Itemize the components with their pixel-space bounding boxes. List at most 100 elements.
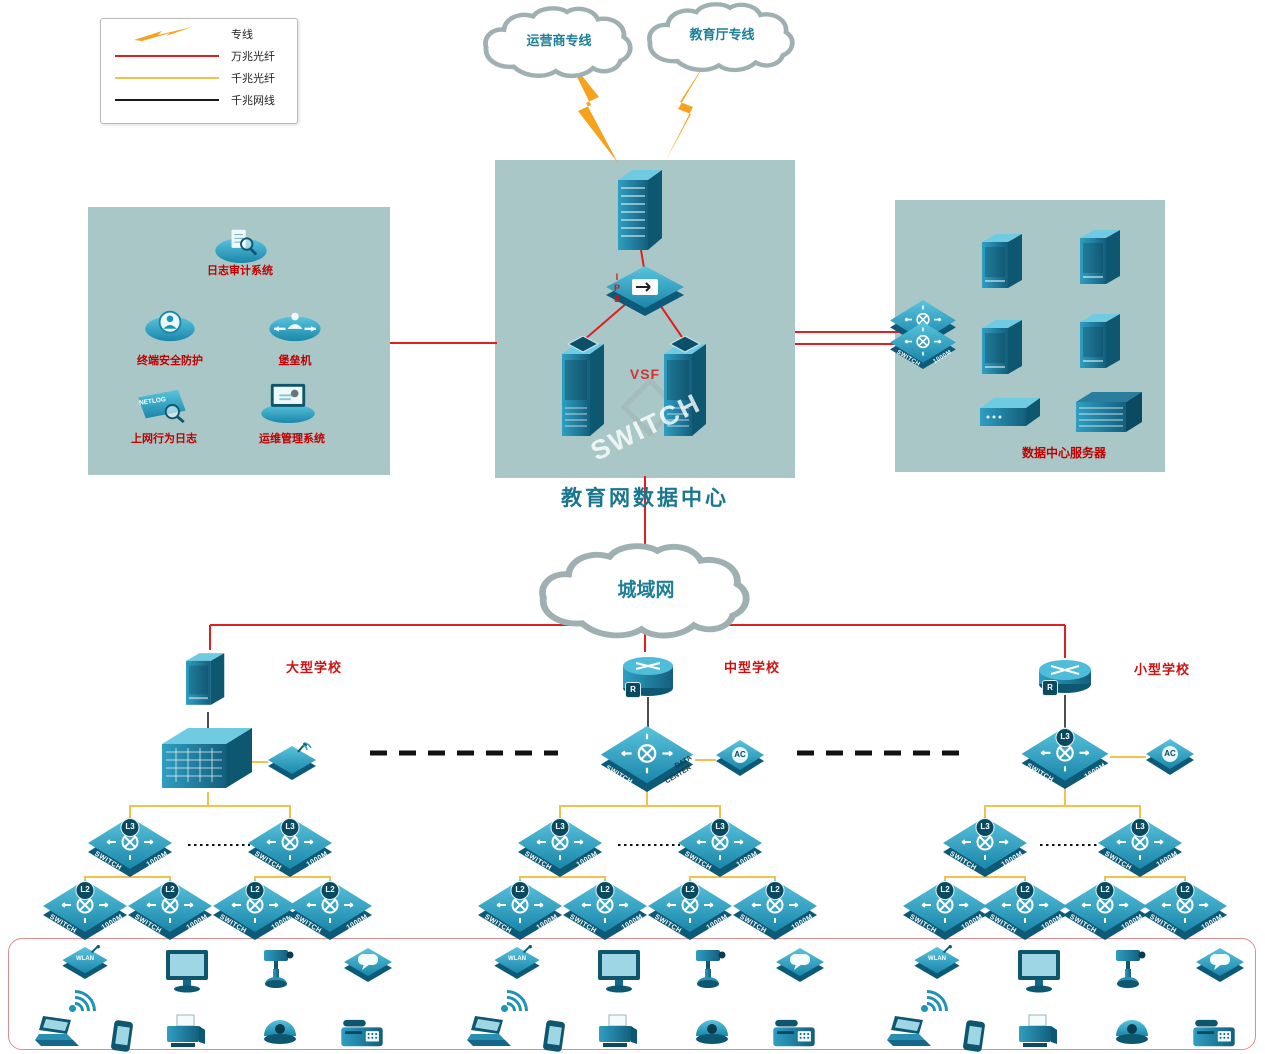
printer-icon[interactable]	[165, 1014, 207, 1050]
legend-line-1g-cable	[111, 99, 223, 101]
dome-camera-icon[interactable]	[261, 1012, 299, 1046]
l3-badge: L3	[1130, 818, 1150, 837]
serverfarm-title: 数据中心服务器	[1021, 446, 1106, 460]
cloud-education-line[interactable]: 教育厅专线	[642, 2, 802, 74]
voip-device-icon[interactable]	[776, 948, 824, 982]
wireless-ap-icon[interactable]: WLAN	[61, 945, 109, 979]
ops-management-label: 运维管理系统	[259, 433, 325, 445]
storage-array[interactable]	[980, 394, 1046, 430]
ip-camera-icon[interactable]	[258, 946, 298, 994]
l2-badge: L2	[75, 881, 95, 900]
legend: 专线 万兆光纤 千兆光纤 千兆网线	[100, 18, 298, 124]
small-school-label: 小型学校	[1134, 662, 1191, 677]
legend-row-1g-cable: 千兆网线	[101, 89, 297, 111]
terminal-security-icon[interactable]	[142, 306, 198, 344]
server-rack[interactable]	[1076, 390, 1146, 434]
wlan-label: WLAN	[928, 956, 946, 962]
log-audit-icon[interactable]	[212, 226, 270, 264]
firewall-device[interactable]	[612, 166, 670, 252]
cloud-man-label: 城域网	[617, 580, 675, 601]
smartphone-icon[interactable]	[110, 1020, 134, 1052]
desktop-icon[interactable]	[597, 949, 643, 993]
core-server-1[interactable]	[558, 336, 614, 440]
legend-row-10g: 万兆光纤	[101, 45, 297, 67]
legend-line-1g-fiber	[111, 77, 223, 79]
dc-server-tower[interactable]	[982, 316, 1028, 378]
dome-camera-icon[interactable]	[693, 1012, 731, 1046]
voip-device-icon[interactable]	[1196, 948, 1244, 982]
voip-device-icon[interactable]	[344, 948, 392, 982]
dome-camera-icon[interactable]	[1113, 1012, 1151, 1046]
ac-controller[interactable]: AC	[1146, 739, 1194, 775]
cloud-man[interactable]: 城域网	[532, 543, 760, 641]
legend-row-1g-fiber: 千兆光纤	[101, 67, 297, 89]
laptop-icon[interactable]	[885, 1016, 933, 1048]
l2-badge: L2	[1095, 881, 1115, 900]
desktop-icon[interactable]	[1017, 949, 1063, 993]
fax-machine-icon[interactable]	[1190, 1018, 1238, 1050]
ac-controller[interactable]: AC	[716, 740, 764, 776]
l2-badge: L2	[510, 881, 530, 900]
fax-machine-icon[interactable]	[770, 1018, 818, 1050]
l3-badge: L3	[1055, 728, 1075, 747]
cloud-education-label: 教育厅专线	[689, 27, 755, 42]
large-school-core-device[interactable]	[162, 722, 254, 792]
ip-camera-icon[interactable]	[690, 946, 730, 994]
l3-badge: L3	[710, 818, 730, 837]
legend-label: 千兆网线	[231, 95, 275, 107]
ops-management-icon[interactable]	[258, 382, 318, 424]
printer-icon[interactable]	[597, 1014, 639, 1050]
bastion-host-icon[interactable]	[266, 308, 324, 344]
laptop-icon[interactable]	[33, 1016, 81, 1048]
l2-badge: L2	[160, 881, 180, 900]
l2-badge: L2	[1015, 881, 1035, 900]
serverfarm-switch-2[interactable]: SWITCH 1000M	[890, 322, 956, 369]
wireless-ap-icon[interactable]: WLAN	[493, 945, 541, 979]
cloud-operator-line[interactable]: 运营商专线	[478, 6, 640, 80]
1g-cable-lines	[207, 695, 1066, 729]
terminal-security-label: 终端安全防护	[137, 355, 203, 367]
netlog-icon[interactable]: NETLOG	[130, 386, 190, 424]
large-school-server[interactable]	[186, 646, 230, 712]
cloud-operator-label: 运营商专线	[526, 33, 592, 48]
medium-school-router[interactable]: R	[620, 650, 676, 698]
smartphone-icon[interactable]	[962, 1020, 986, 1052]
desktop-icon[interactable]	[165, 949, 211, 993]
wireless-ap-device[interactable]	[268, 742, 316, 780]
dc-server-tower[interactable]	[982, 230, 1028, 292]
ips-device[interactable]: IPS	[606, 266, 684, 316]
fax-machine-icon[interactable]	[338, 1018, 386, 1050]
wireless-ap-icon[interactable]: WLAN	[913, 945, 961, 979]
smartphone-icon[interactable]	[542, 1020, 566, 1052]
bastion-host-label: 堡垒机	[278, 355, 312, 367]
ip-camera-icon[interactable]	[1110, 946, 1150, 994]
l2-badge: L2	[680, 881, 700, 900]
medium-school-core-switch[interactable]: SWITCH DATA CENTER	[599, 726, 695, 792]
laptop-icon[interactable]	[465, 1016, 513, 1048]
dc-server-tower[interactable]	[1080, 226, 1126, 288]
lightning-bolt	[665, 60, 707, 162]
dc-server-tower[interactable]	[1080, 310, 1126, 372]
l2-badge: L2	[320, 881, 340, 900]
printer-icon[interactable]	[1017, 1014, 1059, 1050]
small-school-core-switch[interactable]: L3 SWITCH 1000M	[1020, 727, 1110, 789]
small-school-router[interactable]: R	[1037, 656, 1093, 696]
